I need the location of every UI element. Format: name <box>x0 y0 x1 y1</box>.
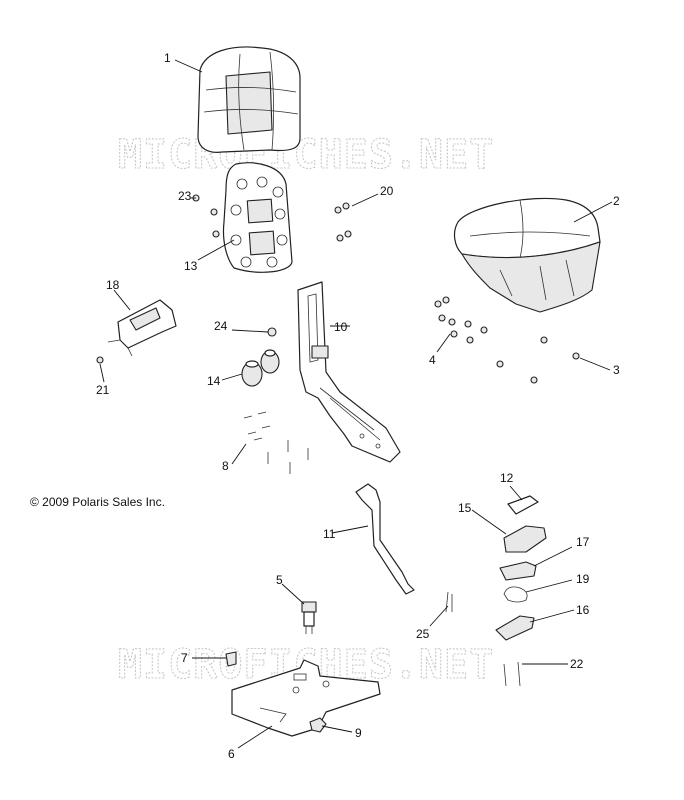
callout-11: 11 <box>323 527 336 541</box>
part-18-bracket <box>107 299 177 357</box>
part-16-latch-base <box>495 615 535 641</box>
callout-17: 17 <box>576 535 590 549</box>
part-13-back-plate <box>222 162 293 273</box>
callout-3: 3 <box>613 363 620 377</box>
callout-6: 6 <box>228 747 235 761</box>
watermark-top: MICROFICHES.NET <box>118 132 494 178</box>
callout-24: 24 <box>214 319 228 333</box>
part-10-seat-bracket <box>297 281 401 463</box>
callout-8: 8 <box>222 459 229 473</box>
part-6-base-plate <box>231 659 381 737</box>
leader-lines <box>99 59 613 749</box>
callout-1: 1 <box>164 51 171 65</box>
callout-15: 15 <box>458 501 472 515</box>
callout-7: 7 <box>181 651 188 665</box>
callout-19: 19 <box>576 572 590 586</box>
callout-18: 18 <box>106 278 120 292</box>
callout-22: 22 <box>570 657 584 671</box>
callouts: 1 2 3 4 5 6 7 8 9 10 11 12 13 14 15 16 1… <box>96 51 620 761</box>
callout-14: 14 <box>207 374 221 388</box>
part-11-support-rod <box>355 483 415 595</box>
part-15-latch-housing <box>503 525 547 553</box>
callout-10: 10 <box>334 320 348 334</box>
fasteners <box>96 194 580 474</box>
part-12-plate <box>507 495 539 515</box>
callout-21: 21 <box>96 383 110 397</box>
latch-assembly <box>495 495 547 687</box>
part-1-backrest <box>197 46 301 153</box>
part-14-bumpers <box>241 349 280 387</box>
callout-2: 2 <box>613 194 620 208</box>
part-17-latch-mechanism <box>499 561 537 581</box>
callout-20: 20 <box>380 184 394 198</box>
part-7-bolt <box>225 651 237 667</box>
callout-23: 23 <box>178 189 192 203</box>
callout-13: 13 <box>184 259 198 273</box>
callout-5: 5 <box>276 573 283 587</box>
callout-9: 9 <box>355 726 362 740</box>
part-5-latch-pin <box>301 601 317 634</box>
callout-25: 25 <box>416 627 430 641</box>
part-19-spring <box>503 586 528 603</box>
callout-16: 16 <box>576 603 590 617</box>
callout-4: 4 <box>429 353 436 367</box>
part-2-seat-cushion <box>453 197 601 313</box>
callout-12: 12 <box>500 471 514 485</box>
part-25-clip <box>445 591 453 613</box>
copyright-notice: © 2009 Polaris Sales Inc. <box>30 495 165 509</box>
part-9-nut <box>309 717 327 733</box>
